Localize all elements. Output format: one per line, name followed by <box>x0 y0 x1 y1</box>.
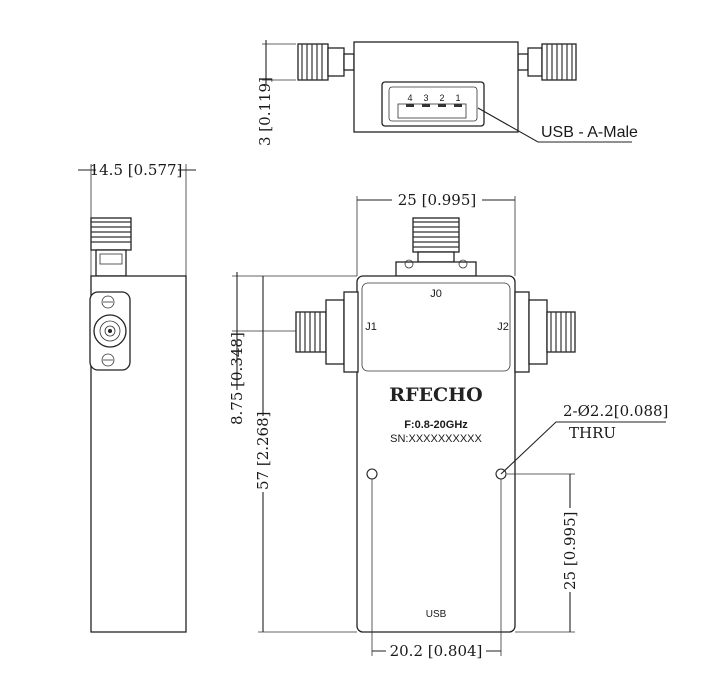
dim-body-width: 25 [0.995] <box>356 190 516 276</box>
usb-pin-3-label: 3 <box>423 93 428 103</box>
usb-callout-leader <box>477 107 632 143</box>
port-j0-label: J0 <box>430 288 442 300</box>
front-view-body <box>356 275 516 633</box>
usb-pin-2-label: 2 <box>439 93 444 103</box>
dim-side-width-text: 14.5 [0.577] <box>90 161 183 179</box>
usb-callout-label: USB - A-Male <box>541 124 638 141</box>
serial-label: SN:XXXXXXXXXX <box>390 433 482 445</box>
usb-a-connector: 4 3 2 1 <box>381 81 485 127</box>
dim-hole-offset: 25 [0.995] <box>507 473 579 633</box>
top-right-sma-connector <box>517 43 577 81</box>
hole-thru-text: THRU <box>569 424 616 442</box>
top-left-sma-connector <box>297 43 355 81</box>
port-j1-label: J1 <box>365 321 377 333</box>
j2-sma-connector <box>514 291 576 373</box>
dim-hole-spacing: 20.2 [0.804] <box>371 479 502 660</box>
dim-body-length: 57 [2.268] <box>254 276 357 633</box>
j1-sma-connector <box>295 291 359 373</box>
side-view: 14.5 [0.577] <box>78 160 196 633</box>
usb-end-label: USB <box>426 609 447 620</box>
dim-body-length-text: 57 [2.268] <box>254 411 272 490</box>
side-sma-connector <box>90 217 132 277</box>
frequency-label: F:0.8-20GHz <box>404 419 468 431</box>
dim-body-width-text: 25 [0.995] <box>398 191 477 209</box>
front-top-plate <box>361 282 511 372</box>
j0-sma-connector <box>395 217 477 277</box>
hole-callout-leader <box>500 421 666 475</box>
dim-usb-offset: 3 [0.119] <box>256 40 296 146</box>
dim-hole-spacing-text: 20.2 [0.804] <box>390 642 483 660</box>
usb-pin-1-label: 1 <box>455 93 460 103</box>
brand-label: RFECHO <box>389 384 482 406</box>
port-j2-label: J2 <box>497 321 509 333</box>
usb-pin-4-label: 4 <box>407 93 412 103</box>
dim-port-offset-text: 8.75 [0.348] <box>228 332 246 425</box>
top-view: 4 3 2 1 USB - A-Male 3 [0.119] <box>256 40 638 146</box>
hole-spec-text: 2-Ø2.2[0.088] <box>563 402 668 420</box>
side-face-connector <box>89 291 131 371</box>
front-view: 25 [0.995] <box>228 190 668 660</box>
dim-side-width: 14.5 [0.577] <box>78 160 196 276</box>
dim-hole-offset-text: 25 [0.995] <box>561 511 579 590</box>
dim-usb-offset-text: 3 [0.119] <box>256 77 274 146</box>
dim-port-offset: 8.75 [0.348] <box>228 272 357 425</box>
